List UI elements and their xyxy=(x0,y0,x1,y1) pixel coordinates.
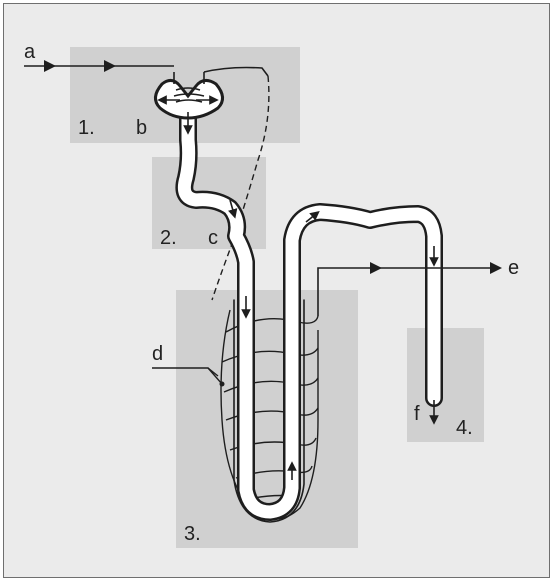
label-a: a xyxy=(24,42,35,62)
tubule xyxy=(184,118,434,512)
efferent-arrow-2 xyxy=(490,262,502,274)
zone-4-label: 4. xyxy=(456,418,473,438)
efferent-arrow-1 xyxy=(370,262,382,274)
label-f: f xyxy=(414,404,420,424)
label-e: e xyxy=(508,258,519,278)
zone-1-label: 1. xyxy=(78,118,95,138)
efferent-line xyxy=(318,268,492,316)
glomerulus xyxy=(155,68,268,119)
label-b: b xyxy=(136,118,147,138)
zone-2-label: 2. xyxy=(160,228,177,248)
afferent-arrow-2 xyxy=(104,60,116,72)
zone-3-label: 3. xyxy=(184,524,201,544)
label-d: d xyxy=(152,344,163,364)
afferent-arrow-1 xyxy=(44,60,56,72)
pointer-d-branch xyxy=(208,368,218,376)
label-c: c xyxy=(208,228,218,248)
pointer-d-dot xyxy=(220,382,225,387)
